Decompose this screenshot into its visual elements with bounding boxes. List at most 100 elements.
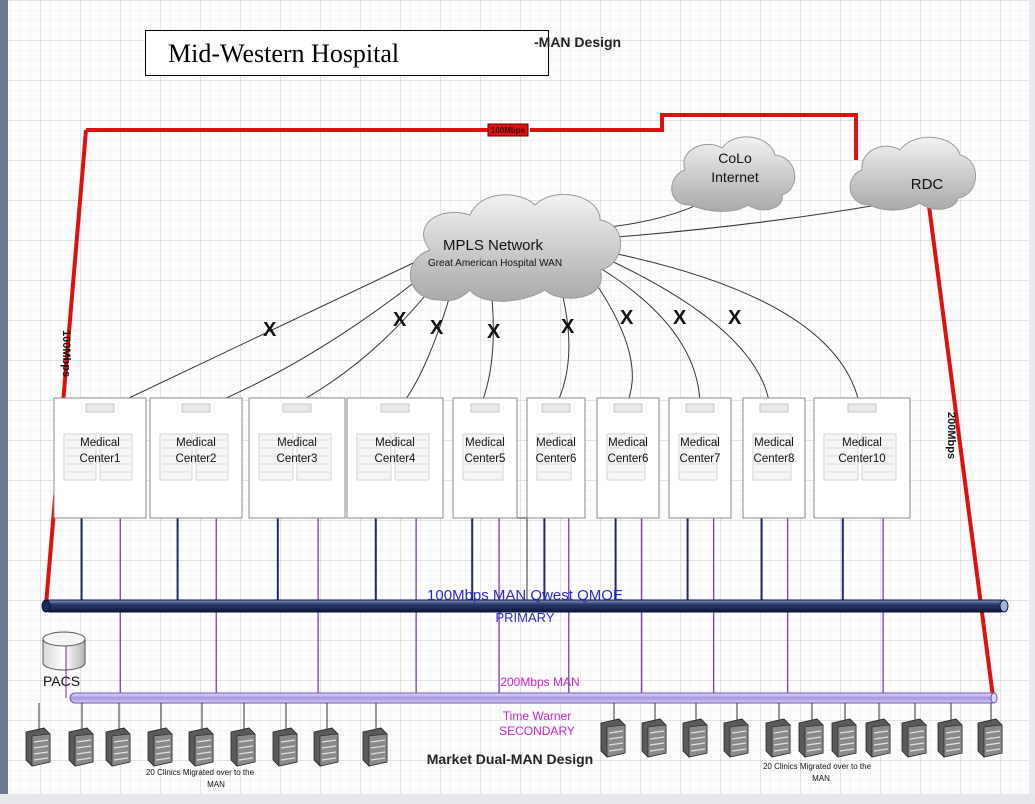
right-link-label: 200Mbps: [945, 412, 957, 459]
colo-line1: CoLo: [718, 150, 752, 166]
clinic-server-icon[interactable]: [901, 718, 927, 758]
secondary-man-line1: 200Mbps MAN: [500, 675, 579, 689]
clinic-server-icon[interactable]: [798, 718, 824, 758]
clinic-server-icon[interactable]: [188, 727, 214, 767]
secondary-man-line2: Time Warner: [503, 709, 571, 723]
clinics-left-line1: 20 Clinics Migrated over to the: [146, 768, 255, 777]
colo-line2: Internet: [711, 169, 759, 185]
cut-mark: X: [393, 309, 407, 331]
mpls-cloud[interactable]: MPLS Network Great American Hospital WAN: [409, 193, 622, 302]
drop-lines: [80, 517, 884, 693]
clinic-server-icon[interactable]: [68, 727, 94, 767]
clinic-server-icon[interactable]: [682, 718, 708, 758]
center-label-line2: Center1: [80, 453, 121, 465]
primary-man-line2: PRIMARY: [496, 610, 555, 625]
right-200mbps-link[interactable]: [926, 197, 995, 698]
cut-mark: X: [673, 307, 687, 329]
clinic-server-icon[interactable]: [362, 727, 388, 767]
clinic-server-icon[interactable]: [230, 727, 256, 767]
cut-marks: X X X X X X X X: [263, 307, 742, 343]
center-label-line2: Center8: [754, 453, 795, 465]
top-link-label: 100Mbps: [491, 126, 526, 135]
center-label-line2: Center6: [536, 453, 577, 465]
top-link-label-box: [487, 123, 529, 137]
center-label-line1: Medical: [176, 437, 216, 449]
primary-man-line1: 100Mbps MAN Qwest QMOE: [427, 587, 623, 604]
cut-mark: X: [430, 317, 444, 339]
clinic-server-icon[interactable]: [147, 727, 173, 767]
center-label-line1: Medical: [680, 437, 720, 449]
page-bottom-edge: [0, 794, 1035, 804]
center-label-line2: Center2: [176, 453, 217, 465]
top-link-right[interactable]: [530, 113, 858, 160]
center-label-line1: Medical: [80, 437, 120, 449]
clinic-server-icon[interactable]: [937, 718, 963, 758]
cut-mark: X: [620, 307, 634, 329]
left-link-label: 100Mbps: [60, 330, 72, 377]
clinics-right-line2: MAN: [812, 774, 830, 783]
clinic-server-icon[interactable]: [600, 718, 626, 758]
medical-centers: MedicalCenter1MedicalCenter2MedicalCente…: [53, 397, 911, 519]
footer-title: Market Dual-MAN Design: [427, 751, 593, 767]
clinic-server-icon[interactable]: [313, 727, 339, 767]
center-label-line1: Medical: [842, 437, 882, 449]
secondary-man-pipe[interactable]: [69, 692, 998, 704]
ruler-left: [0, 0, 8, 804]
center-label-line1: Medical: [754, 437, 794, 449]
center-label-line2: Center6: [608, 453, 649, 465]
center-label-line2: Center3: [277, 453, 318, 465]
cut-mark: X: [728, 307, 742, 329]
title-partial: -MAN Design: [534, 34, 622, 50]
clinic-server-icon[interactable]: [977, 718, 1003, 758]
pacs-label: PACS: [43, 673, 80, 689]
cut-mark: X: [263, 319, 277, 341]
page-title: Mid-Western Hospital: [145, 30, 549, 76]
center-label-line2: Center7: [680, 453, 721, 465]
colo-internet-cloud[interactable]: CoLo Internet: [671, 136, 796, 212]
center-label-line2: Center10: [838, 453, 885, 465]
clinic-server-icon[interactable]: [25, 727, 51, 767]
clinic-servers: [25, 718, 1003, 767]
clinic-server-icon[interactable]: [865, 718, 891, 758]
cut-mark: X: [561, 316, 575, 338]
red-links: [44, 113, 995, 698]
clinic-server-icon[interactable]: [105, 727, 131, 767]
clinic-server-icon[interactable]: [765, 718, 791, 758]
center-label-line1: Medical: [608, 437, 648, 449]
mpls-subtitle: Great American Hospital WAN: [428, 258, 562, 269]
scrollbar-right[interactable]: [1029, 0, 1035, 804]
center-label-line1: Medical: [277, 437, 317, 449]
clinics-left-line2: MAN: [207, 780, 225, 789]
left-100mbps-link[interactable]: [44, 129, 88, 606]
center-label-line2: Center4: [375, 453, 417, 465]
clinic-server-icon[interactable]: [641, 718, 667, 758]
rdc-cloud[interactable]: RDC: [849, 136, 976, 211]
rdc-label: RDC: [911, 176, 944, 193]
secondary-man-line3: SECONDARY: [499, 724, 575, 738]
clinic-links: [38, 703, 992, 732]
center-label-line1: Medical: [536, 437, 576, 449]
center-label-line1: Medical: [465, 437, 505, 449]
cut-mark: X: [487, 321, 501, 343]
clinic-server-icon[interactable]: [272, 727, 298, 767]
clinic-server-icon[interactable]: [831, 718, 857, 758]
primary-man-pipe[interactable]: [41, 599, 1009, 613]
mpls-title: MPLS Network: [443, 237, 544, 254]
wan-curves: [109, 189, 906, 408]
center-label-line1: Medical: [375, 437, 415, 449]
center-label-line2: Center5: [465, 453, 506, 465]
clinic-server-icon[interactable]: [723, 718, 749, 758]
clinics-right-line1: 20 Clinics Migrated over to the: [763, 762, 872, 771]
pacs-server-icon[interactable]: [42, 631, 86, 698]
